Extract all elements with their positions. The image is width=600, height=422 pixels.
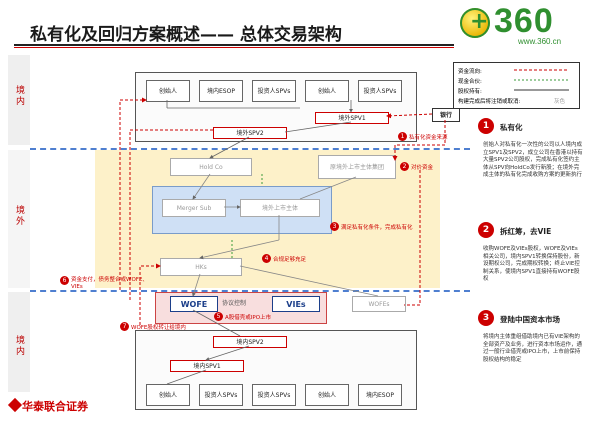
step-number: 1: [398, 132, 407, 141]
bottom-entity: 境内ESOP: [358, 384, 402, 406]
region-label: 境内: [14, 335, 24, 357]
listed-entity-box: 境外上市主体: [240, 199, 320, 217]
boundary-line: [30, 290, 470, 292]
step-note: 满足私有化条件，完成私有化: [341, 225, 413, 231]
legend-capital: 资金流向:: [458, 69, 482, 75]
bottom-entity: 投资人SPVs: [252, 384, 296, 406]
brand-site: www.360.cn: [518, 37, 562, 46]
section-number: 2: [478, 222, 494, 238]
legend-swatches: [514, 69, 569, 91]
step-number: 2: [400, 162, 409, 171]
bottom-entity: 创始人: [146, 384, 190, 406]
step-number: 4: [262, 254, 271, 263]
step-note: WOFE股权转让给境内: [131, 325, 186, 331]
vie-control-label: 协议控制: [222, 300, 247, 307]
bank-box: 银行: [432, 108, 460, 122]
vies-box: VIEs: [272, 296, 320, 312]
boundary-line: [30, 148, 470, 150]
spv2-bottom-box: 境内SPV2: [213, 336, 287, 348]
footer-brand: 华泰联合证券: [22, 400, 88, 413]
step-number: 3: [330, 222, 339, 231]
legend-ownership: 股权持有:: [458, 89, 482, 95]
section-title: 私有化: [500, 123, 523, 132]
section-title: 拆红筹，去VIE: [500, 227, 552, 236]
lane-inside-top: [8, 55, 30, 145]
step-note: 资金支付，债务整合或WOFE、VIEs: [71, 277, 148, 290]
holdco-box: Hold Co: [170, 158, 252, 176]
lane-inside-bottom: [8, 292, 30, 392]
plus-badge-icon: [460, 8, 490, 38]
top-entity: 投资人SPVs: [252, 80, 296, 102]
brand-name: 360: [494, 2, 554, 40]
top-entity: 创始人: [146, 80, 190, 102]
section-number: 1: [478, 118, 494, 134]
legend-shares: 现金合伙:: [458, 79, 482, 85]
step-note: 私有化资金来源: [409, 135, 448, 141]
page-title: 私有化及回归方案概述—— 总体交易架构: [30, 25, 342, 45]
brand-logo: + 360 www.360.cn: [460, 2, 590, 48]
legend: 资金流向: 现金合伙: 股权持有: 构建完成后将注销或取消: 灰色: [453, 62, 580, 109]
step-note: A股借壳或IPO上市: [225, 315, 272, 321]
lane-outside: [8, 150, 30, 288]
plus-icon: +: [470, 9, 489, 34]
step-number: 7: [120, 322, 129, 331]
legend-structure-value: 灰色: [554, 99, 566, 105]
top-entity: 境内ESOP: [199, 80, 243, 102]
section-title: 登陆中国资本市场: [500, 315, 560, 324]
title-rule-accent: [14, 47, 454, 48]
listed-group-box: 原境外上市主体集团: [318, 155, 396, 179]
spv2-top-box: 境外SPV2: [213, 127, 287, 139]
section-text: 收购WOFE及VIEs股权，WOFE及VIEs相关公司，境内SPV1转换保持股份…: [483, 246, 580, 282]
bottom-entity: 创始人: [305, 384, 349, 406]
region-label: 境外: [14, 205, 24, 227]
top-entity: 创始人: [305, 80, 349, 102]
title-rule: [14, 44, 454, 46]
section-text: 将境内主体重组借助境内已有VIE架构的全部资产及业务，进行资本市场运作，通过一般…: [483, 334, 583, 363]
wofes-box: WOFEs: [352, 296, 406, 312]
region-label: 境内: [14, 85, 24, 107]
section-text: 创始人对私有化一次性的公司以人境内成立SPV1及SPV2，成立公司在香港以持有大…: [483, 142, 583, 178]
step-number: 6: [60, 276, 69, 285]
legend-structure: 构建完成后将注销或取消:: [458, 99, 521, 105]
top-entity: 投资人SPVs: [358, 80, 402, 102]
step-number: 5: [214, 312, 223, 321]
section-number: 3: [478, 310, 494, 326]
step-note: 合规足够充足: [273, 257, 307, 263]
bottom-entity: 投资人SPVs: [199, 384, 243, 406]
step-note: 对价资金: [411, 165, 434, 171]
